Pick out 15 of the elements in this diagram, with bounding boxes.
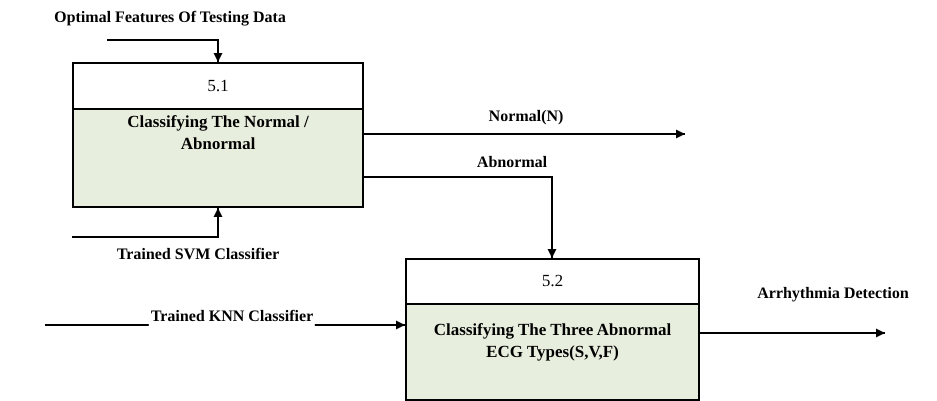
edge-label: Trained KNN Classifier	[148, 308, 316, 326]
step-number: 5.2	[542, 270, 564, 292]
step-number: 5.1	[207, 74, 229, 97]
edge-label: Optimal Features Of Testing Data	[52, 9, 288, 27]
process-box	[405, 258, 700, 401]
arrow	[700, 328, 885, 338]
process-box	[72, 62, 364, 208]
step-description: Classifying The Three Abnormal ECG Types(S,V,F)	[432, 318, 672, 363]
arrow	[107, 39, 222, 62]
arrow	[364, 130, 685, 138]
step-description: Classifying The Normal / Abnormal	[126, 110, 310, 155]
edge-label: Normal(N)	[486, 108, 566, 126]
arrow	[364, 176, 556, 258]
edge-label: Arrhythmia Detection	[755, 285, 911, 303]
arrow	[72, 208, 222, 238]
